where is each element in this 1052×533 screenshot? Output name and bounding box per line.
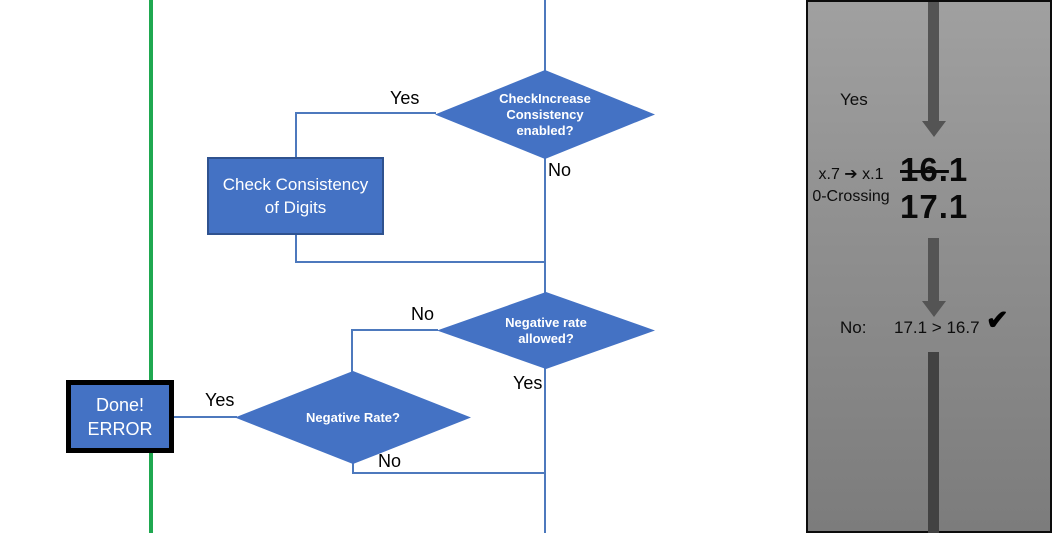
divider-line [149, 0, 153, 533]
panel-yes-label: Yes [840, 90, 868, 109]
decision-negative-rate-allowed: Negative rate allowed? [437, 292, 655, 369]
connector-yes-top-horizontal [295, 112, 436, 114]
connector-no-mid-vertical [351, 329, 353, 373]
process-check-consistency: Check Consistency of Digits [207, 157, 384, 235]
new-value: 17.1 [900, 188, 969, 225]
connector-yes-top-vertical [295, 112, 297, 158]
label-yes-done: Yes [205, 390, 235, 410]
connector-process-out-horizontal [295, 261, 546, 263]
panel-mapping-label: x.7 ➔ x.1 0-Crossing [812, 166, 890, 205]
old-value-struck: 16. [900, 151, 949, 188]
down-arrow-icon [928, 2, 939, 122]
panel-result-label: No: [840, 318, 867, 337]
flow-bar-icon [928, 352, 939, 533]
panel-comparison: 17.1 > 16.7 [894, 318, 980, 337]
label-no-bottom: No [378, 451, 402, 471]
decision-check-increase: CheckIncrease Consistency enabled? [435, 70, 655, 159]
connector-top-vertical [544, 0, 546, 71]
old-value-rest: 1 [948, 151, 969, 188]
connector-process-out-vertical [295, 234, 297, 263]
connector-no-mid-horizontal [351, 329, 438, 331]
label-yes-mid: Yes [513, 373, 543, 393]
down-arrow-icon [928, 238, 939, 302]
connector-yes-done-horizontal [173, 416, 237, 418]
side-panel: Yes x.7 ➔ x.1 0-Crossing 16.1 17.1 No: 1… [806, 0, 1052, 533]
label-no-top: No [548, 160, 572, 180]
terminal-done-error: Done! ERROR [66, 380, 174, 453]
connector-no-bottom-vertical [352, 460, 354, 474]
connector-no-bottom-horizontal [352, 472, 546, 474]
connector-middle-vertical [544, 157, 546, 293]
label-yes-top: Yes [390, 88, 420, 108]
down-arrow-head-icon [922, 301, 946, 317]
connector-bottom-vertical [544, 366, 546, 533]
label-no-mid: No [411, 304, 435, 324]
check-icon: ✔ [986, 305, 1009, 335]
down-arrow-head-icon [922, 121, 946, 137]
decision-negative-rate: Negative Rate? [235, 371, 471, 464]
old-value: 16.1 [900, 152, 968, 188]
